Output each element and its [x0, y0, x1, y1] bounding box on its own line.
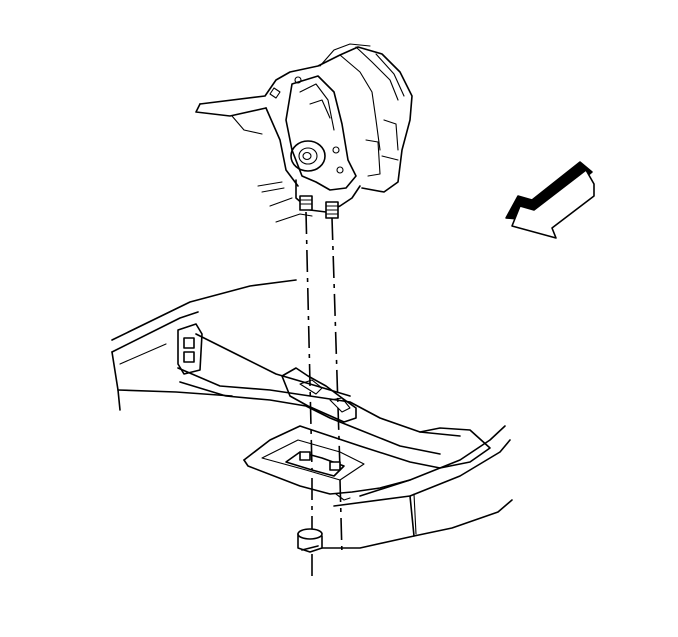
- mount-nut-icon: [297, 528, 323, 553]
- transmission-mount-studs: [299, 195, 339, 219]
- crossmember: [177, 333, 461, 455]
- vehicle-frame: [111, 279, 297, 411]
- body-panel: [317, 425, 513, 549]
- direction-arrow-icon: [505, 161, 595, 239]
- transmission-case: [195, 43, 413, 223]
